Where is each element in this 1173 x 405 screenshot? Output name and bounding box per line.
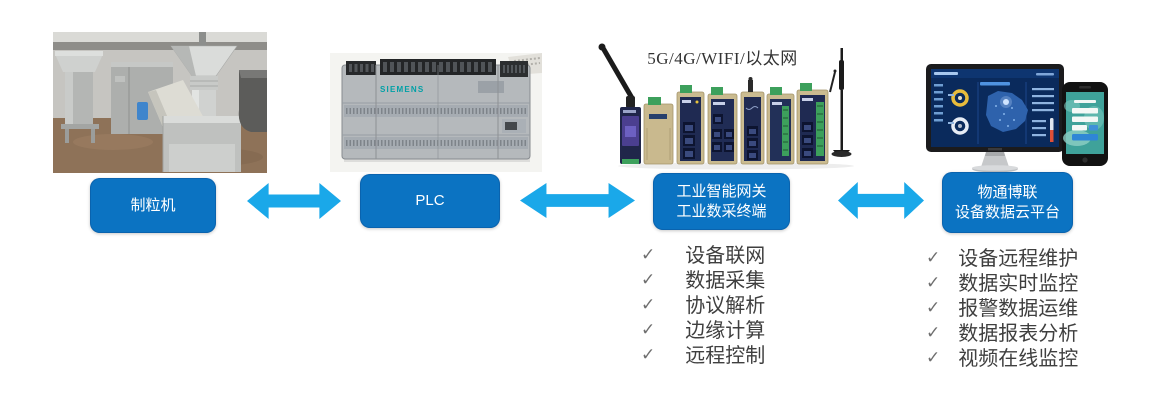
- checkmark-icon: ✓: [641, 320, 656, 340]
- cloud-feature-item: ✓ 视频在线监控: [926, 346, 1078, 371]
- arrow-plc-gateway: [520, 183, 635, 218]
- gateway-feature-label: 数据采集: [685, 269, 766, 292]
- cloud-feature-item: ✓ 报警数据运维: [926, 296, 1078, 321]
- gateway-feature-item: ✓ 远程控制: [641, 343, 765, 368]
- monitor-and-phone-illustration: [926, 64, 1108, 173]
- plc-photo: SIEMENS: [330, 53, 542, 172]
- checkmark-icon: ✓: [641, 245, 656, 265]
- cloud-feature-label: 视频在线监控: [958, 347, 1079, 370]
- plc-label-box: PLC: [360, 174, 500, 228]
- gateway-label-line1: 工业智能网关: [676, 182, 767, 200]
- cloud-feature-item: ✓ 数据实时监控: [926, 271, 1078, 296]
- gateway-feature-item: ✓ 设备联网: [641, 243, 765, 268]
- granulator-photo: [53, 32, 267, 173]
- checkmark-icon: ✓: [926, 348, 941, 368]
- connectivity-caption: 5G/4G/WIFI/以太网: [647, 49, 798, 68]
- cloud-label-line1: 物通博联: [977, 183, 1038, 201]
- gateway-feature-label: 远程控制: [685, 344, 766, 367]
- gateway-devices-photo: [596, 42, 862, 170]
- gateway-devices-illustration: [598, 43, 854, 170]
- cloud-feature-label: 数据实时监控: [958, 272, 1079, 295]
- checkmark-icon: ✓: [641, 295, 656, 315]
- arrow-gateway-cloud: [838, 182, 924, 219]
- checkmark-icon: ✓: [641, 270, 656, 290]
- plc-device-illustration: SIEMENS: [330, 53, 542, 172]
- gateway-feature-item: ✓ 边缘计算: [641, 318, 765, 343]
- cloud-label-line2: 设备数据云平台: [954, 203, 1060, 221]
- gateway-feature-label: 设备联网: [685, 244, 766, 267]
- gateway-feature-label: 协议解析: [685, 294, 766, 317]
- cloud-feature-label: 报警数据运维: [958, 297, 1079, 320]
- cloud-feature-item: ✓ 数据报表分析: [926, 321, 1078, 346]
- cloud-label-box: 物通博联 设备数据云平台: [942, 172, 1073, 233]
- gateway-feature-item: ✓ 数据采集: [641, 268, 765, 293]
- checkmark-icon: ✓: [926, 323, 941, 343]
- granulator-label-box: 制粒机: [90, 178, 216, 233]
- arrow-granulator-plc: [247, 183, 341, 219]
- granulator-label: 制粒机: [130, 196, 176, 214]
- checkmark-icon: ✓: [641, 345, 656, 365]
- double-arrow-icon: [247, 183, 341, 219]
- cloud-feature-item: ✓ 设备远程维护: [926, 246, 1078, 271]
- gateway-feature-list: ✓ 设备联网 ✓ 数据采集 ✓ 协议解析 ✓ 边缘计算 ✓ 远程控制: [641, 243, 765, 368]
- gateway-feature-item: ✓ 协议解析: [641, 293, 765, 318]
- cloud-feature-label: 设备远程维护: [958, 247, 1079, 270]
- granulator-machine-illustration: [53, 32, 267, 173]
- checkmark-icon: ✓: [926, 248, 941, 268]
- double-arrow-icon: [520, 183, 635, 218]
- checkmark-icon: ✓: [926, 298, 941, 318]
- plc-label: PLC: [415, 192, 445, 209]
- checkmark-icon: ✓: [926, 273, 941, 293]
- cloud-platform-graphic: [922, 58, 1112, 178]
- gateway-label-line2: 工业数采终端: [676, 202, 767, 220]
- gateway-label-box: 工业智能网关 工业数采终端: [653, 173, 790, 230]
- gateway-feature-label: 边缘计算: [685, 319, 766, 342]
- cloud-feature-list: ✓ 设备远程维护 ✓ 数据实时监控 ✓ 报警数据运维 ✓ 数据报表分析 ✓ 视频…: [926, 246, 1078, 371]
- plc-brand-text: SIEMENS: [380, 85, 424, 94]
- cloud-feature-label: 数据报表分析: [958, 322, 1079, 345]
- double-arrow-icon: [838, 182, 924, 219]
